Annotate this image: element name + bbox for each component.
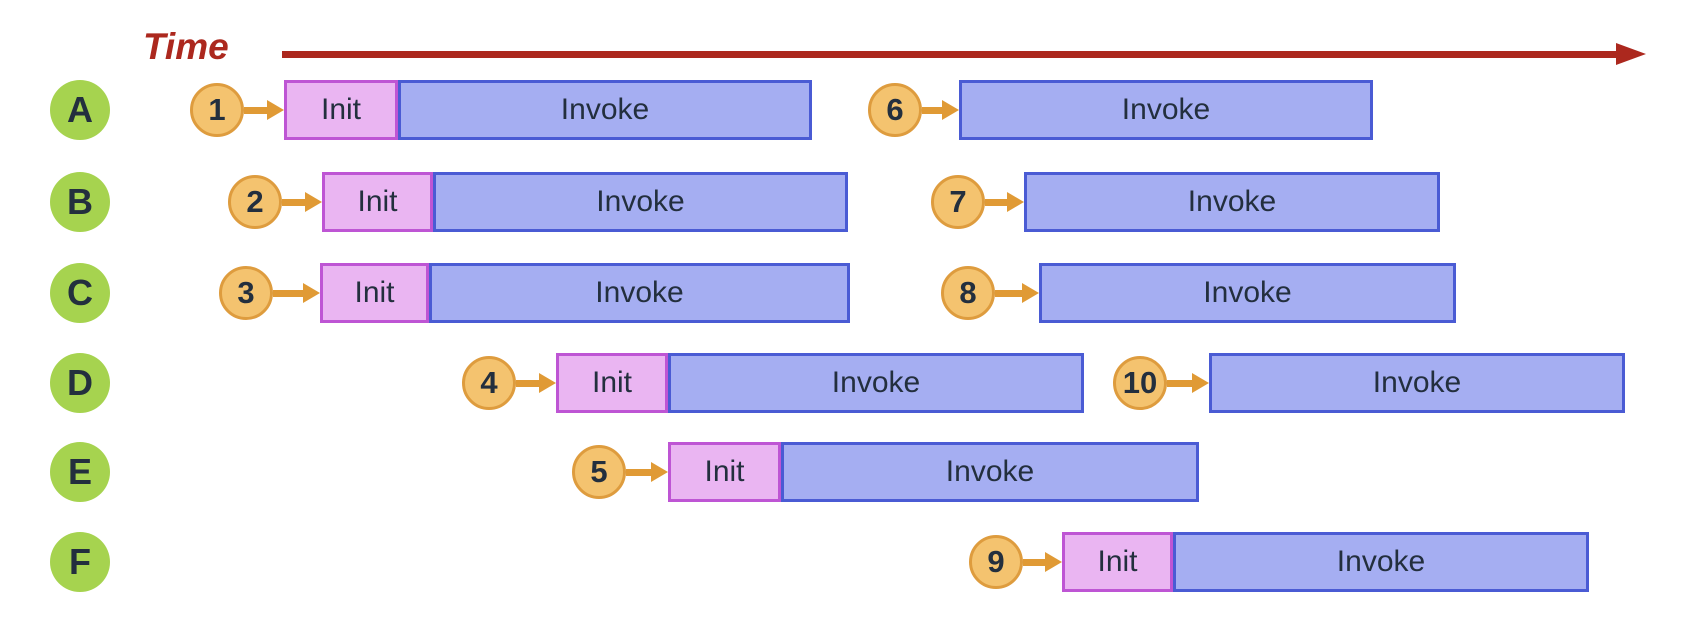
lane-label-b: B	[50, 172, 110, 232]
init-block: Init	[322, 172, 433, 232]
invoke-block: Invoke	[959, 80, 1373, 140]
event-arrow-icon	[273, 290, 306, 297]
event-arrow-icon	[922, 107, 945, 114]
invoke-block: Invoke	[668, 353, 1084, 413]
invoke-block: Invoke	[1173, 532, 1589, 592]
event-arrow-icon	[516, 380, 542, 387]
invoke-block: Invoke	[1039, 263, 1456, 323]
event-arrowhead-icon	[1007, 192, 1024, 212]
invoke-block: Invoke	[1024, 172, 1440, 232]
event-arrowhead-icon	[1022, 283, 1039, 303]
event-arrow-icon	[1167, 380, 1195, 387]
time-axis-label: Time	[143, 26, 229, 67]
event-arrow-icon	[985, 199, 1010, 206]
event-number-badge: 4	[462, 356, 516, 410]
event-arrow-icon	[995, 290, 1025, 297]
event-arrowhead-icon	[1045, 552, 1062, 572]
time-axis-arrowhead-icon	[1616, 43, 1646, 65]
event-arrowhead-icon	[1192, 373, 1209, 393]
init-block: Init	[320, 263, 429, 323]
event-arrow-icon	[282, 199, 308, 206]
time-axis-arrow	[282, 51, 1616, 58]
event-number-badge: 7	[931, 175, 985, 229]
event-number-badge: 6	[868, 83, 922, 137]
init-block: Init	[1062, 532, 1173, 592]
lane-label-e: E	[50, 442, 110, 502]
event-arrowhead-icon	[303, 283, 320, 303]
init-block: Init	[556, 353, 668, 413]
event-number-badge: 10	[1113, 356, 1167, 410]
event-arrowhead-icon	[539, 373, 556, 393]
init-block: Init	[668, 442, 781, 502]
event-arrowhead-icon	[267, 100, 284, 120]
event-arrow-icon	[1023, 559, 1048, 566]
event-number-badge: 1	[190, 83, 244, 137]
event-number-badge: 5	[572, 445, 626, 499]
event-number-badge: 9	[969, 535, 1023, 589]
event-arrow-icon	[244, 107, 270, 114]
event-number-badge: 2	[228, 175, 282, 229]
lane-label-f: F	[50, 532, 110, 592]
invoke-block: Invoke	[433, 172, 848, 232]
lane-label-d: D	[50, 353, 110, 413]
invoke-block: Invoke	[398, 80, 812, 140]
lane-label-a: A	[50, 80, 110, 140]
event-arrowhead-icon	[942, 100, 959, 120]
event-arrowhead-icon	[651, 462, 668, 482]
invoke-block: Invoke	[781, 442, 1199, 502]
event-arrow-icon	[626, 469, 654, 476]
event-number-badge: 3	[219, 266, 273, 320]
event-arrowhead-icon	[305, 192, 322, 212]
lane-label-c: C	[50, 263, 110, 323]
event-number-badge: 8	[941, 266, 995, 320]
invoke-block: Invoke	[1209, 353, 1625, 413]
invoke-block: Invoke	[429, 263, 850, 323]
init-block: Init	[284, 80, 398, 140]
